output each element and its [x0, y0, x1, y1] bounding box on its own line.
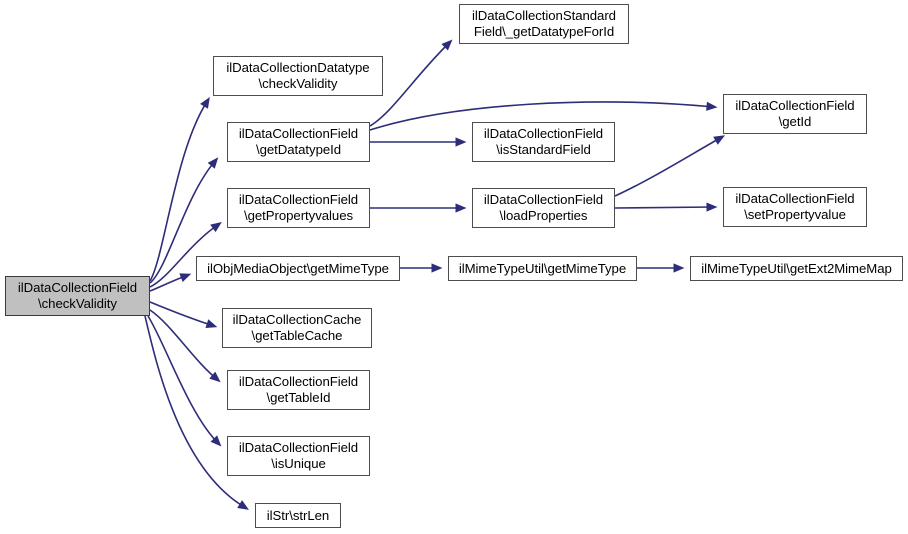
- graph-node-getid[interactable]: ilDataCollectionField \getId: [723, 94, 867, 134]
- call-edge: [149, 309, 219, 381]
- call-edge-arrowhead: [210, 221, 222, 233]
- graph-node-root[interactable]: ilDataCollectionField \checkValidity: [5, 276, 150, 316]
- graph-node-label: ilDataCollectionField \getId: [735, 98, 855, 129]
- graph-node-label: ilDataCollectionField \getDatatypeId: [238, 126, 359, 157]
- graph-node-getdatatypeid[interactable]: ilDataCollectionField \getDatatypeId: [227, 122, 370, 162]
- call-edge-arrowhead: [205, 319, 218, 329]
- graph-node-label: ilDataCollectionCache \getTableCache: [232, 312, 362, 343]
- graph-node-label: ilDataCollectionField \loadProperties: [483, 192, 604, 223]
- call-edge: [614, 206, 715, 209]
- graph-node-label: ilDataCollectionField \setPropertyvalue: [735, 191, 855, 222]
- graph-node-label: ilStr\strLen: [266, 507, 330, 523]
- graph-node-objmedia-getmimetype[interactable]: ilObjMediaObject\getMimeType: [196, 256, 400, 281]
- graph-node-mimeutil-getmimetype[interactable]: ilMimeTypeUtil\getMimeType: [448, 256, 637, 281]
- graph-node-label: ilObjMediaObject\getMimeType: [207, 260, 389, 276]
- graph-node-gettablecache[interactable]: ilDataCollectionCache \getTableCache: [222, 308, 372, 348]
- graph-node-loadproperties[interactable]: ilDataCollectionField \loadProperties: [472, 188, 615, 228]
- call-edge-arrowhead: [706, 101, 718, 111]
- graph-node-dt-checkvalidity[interactable]: ilDataCollectionDatatype \checkValidity: [213, 56, 383, 96]
- call-edge: [369, 101, 715, 131]
- graph-node-gettableid[interactable]: ilDataCollectionField \getTableId: [227, 370, 370, 410]
- graph-node-label: ilDataCollectionField \getPropertyvalues: [238, 192, 359, 223]
- graph-node-label: ilDataCollectionField \checkValidity: [17, 280, 138, 311]
- graph-node-getpropertyvalues[interactable]: ilDataCollectionField \getPropertyvalues: [227, 188, 370, 228]
- graph-node-label: ilDataCollectionStandard Field\_getDatat…: [472, 8, 616, 39]
- call-edge-arrowhead: [431, 263, 443, 273]
- graph-node-getdatatypeforid[interactable]: ilDataCollectionStandard Field\_getDatat…: [459, 4, 629, 44]
- call-edge: [369, 41, 451, 127]
- call-edge: [614, 136, 723, 197]
- call-edge-arrowhead: [441, 39, 453, 51]
- graph-node-label: ilDataCollectionField \getTableId: [238, 374, 359, 405]
- graph-node-label: ilDataCollectionDatatype \checkValidity: [226, 60, 370, 91]
- call-edge-arrowhead: [200, 97, 210, 109]
- graph-node-strlen[interactable]: ilStr\strLen: [255, 503, 341, 528]
- call-edge-arrowhead: [455, 203, 467, 213]
- call-edge-arrowhead: [210, 435, 222, 447]
- call-edge-arrowhead: [207, 157, 219, 169]
- graph-node-isunique[interactable]: ilDataCollectionField \isUnique: [227, 436, 370, 476]
- call-edge: [149, 223, 220, 288]
- call-edge: [149, 301, 215, 327]
- graph-node-label: ilMimeTypeUtil\getMimeType: [458, 260, 627, 276]
- call-edge: [149, 159, 217, 284]
- graph-node-label: ilMimeTypeUtil\getExt2MimeMap: [701, 260, 892, 276]
- graph-node-setpropertyvalue[interactable]: ilDataCollectionField \setPropertyvalue: [723, 187, 867, 227]
- call-edge: [147, 315, 220, 445]
- call-edge-arrowhead: [706, 202, 718, 212]
- call-edge-arrowhead: [237, 500, 249, 510]
- call-edge: [149, 99, 209, 282]
- graph-node-label: ilDataCollectionField \isStandardField: [483, 126, 604, 157]
- call-edge-arrowhead: [179, 273, 192, 282]
- call-edge-arrowhead: [455, 137, 467, 147]
- graph-node-isstandardfield[interactable]: ilDataCollectionField \isStandardField: [472, 122, 615, 162]
- graph-node-label: ilDataCollectionField \isUnique: [238, 440, 359, 471]
- graph-node-getext2mimemap[interactable]: ilMimeTypeUtil\getExt2MimeMap: [690, 256, 903, 281]
- call-edge-arrowhead: [209, 371, 221, 383]
- call-edge-arrowhead: [673, 263, 685, 273]
- call-edge-arrowhead: [713, 135, 726, 145]
- call-edge: [144, 315, 247, 509]
